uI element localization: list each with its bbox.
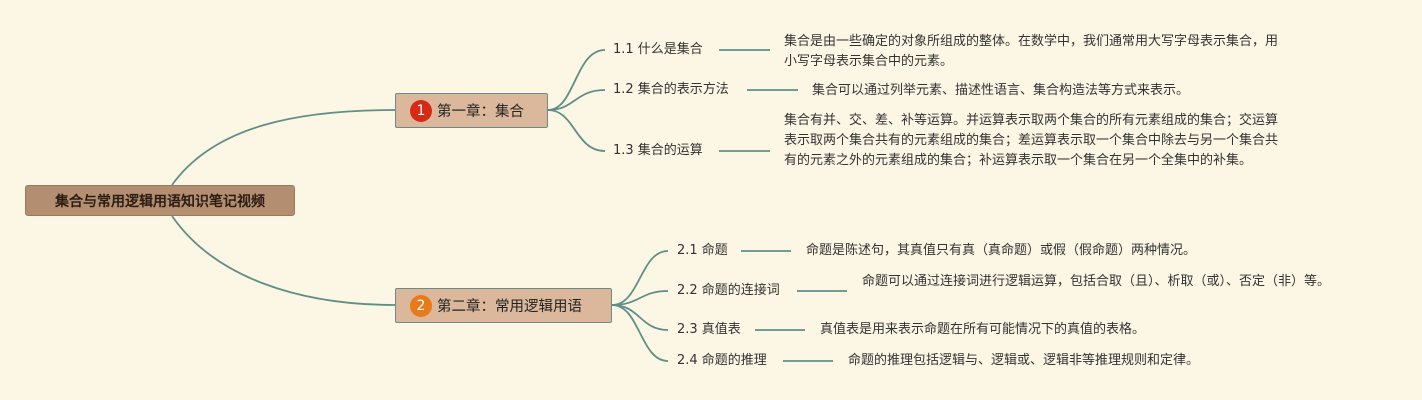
topic-description-2-3: 真值表是用来表示命题在所有可能情况下的真值的表格。	[820, 322, 1146, 337]
topic-description-1-3: 集合有并、交、差、补等运算。并运算表示取两个集合的所有元素组成的集合；交运算表示…	[784, 113, 1279, 168]
topic-node-2-1[interactable]: 2.1 命题	[677, 243, 728, 258]
topic-description-1-2: 集合可以通过列举元素、描述性语言、集合构造法等方式来表示。	[812, 83, 1190, 98]
connector-root-ch1	[171, 109, 396, 186]
topic-description-2-2: 命题可以通过连接词进行逻辑运算，包括合取（且）、析取（或）、否定（非）等。	[862, 274, 1331, 289]
connector-ch2-t3	[611, 304, 669, 331]
topic-node-1-1[interactable]: 1.1 什么是集合	[613, 42, 703, 57]
topic-node-1-2[interactable]: 1.2 集合的表示方法	[613, 82, 729, 97]
topic-description-2-4: 命题的推理包括逻辑与、逻辑或、逻辑非等推理规则和定律。	[848, 353, 1200, 368]
topic-description-1-1: 集合是由一些确定的对象所组成的整体。在数学中，我们通常用大写字母表示集合，用小写…	[784, 34, 1279, 69]
connector-ch1-t3	[547, 109, 606, 152]
connector-ch2-t1	[611, 250, 669, 306]
chapter-node-1[interactable]: 1 第一章：集合	[395, 93, 548, 128]
connector-ch1-t2	[547, 89, 606, 111]
topic-node-1-3[interactable]: 1.3 集合的运算	[613, 143, 703, 158]
connector-root-ch2	[171, 215, 396, 306]
topic-description-2-1: 命题是陈述句，其真值只有真（真命题）或假（假命题）两种情况。	[806, 243, 1197, 258]
connector-ch2-t4	[611, 304, 669, 362]
chapter-node-2[interactable]: 2 第二章：常用逻辑用语	[395, 288, 612, 323]
number-badge-icon: 2	[410, 294, 432, 317]
chapter-label: 第一章：集合	[437, 104, 524, 120]
connector-ch2-t2	[611, 290, 669, 306]
root-label: 集合与常用逻辑用语知识笔记视频	[55, 193, 265, 210]
chapter-label: 第二章：常用逻辑用语	[437, 299, 582, 315]
number-badge-icon: 1	[410, 99, 432, 122]
root-node[interactable]: 集合与常用逻辑用语知识笔记视频	[25, 185, 295, 216]
connector-ch1-t1	[547, 49, 606, 111]
topic-node-2-4[interactable]: 2.4 命题的推理	[677, 353, 767, 368]
topic-node-2-2[interactable]: 2.2 命题的连接词	[677, 283, 780, 298]
topic-node-2-3[interactable]: 2.3 真值表	[677, 322, 741, 337]
